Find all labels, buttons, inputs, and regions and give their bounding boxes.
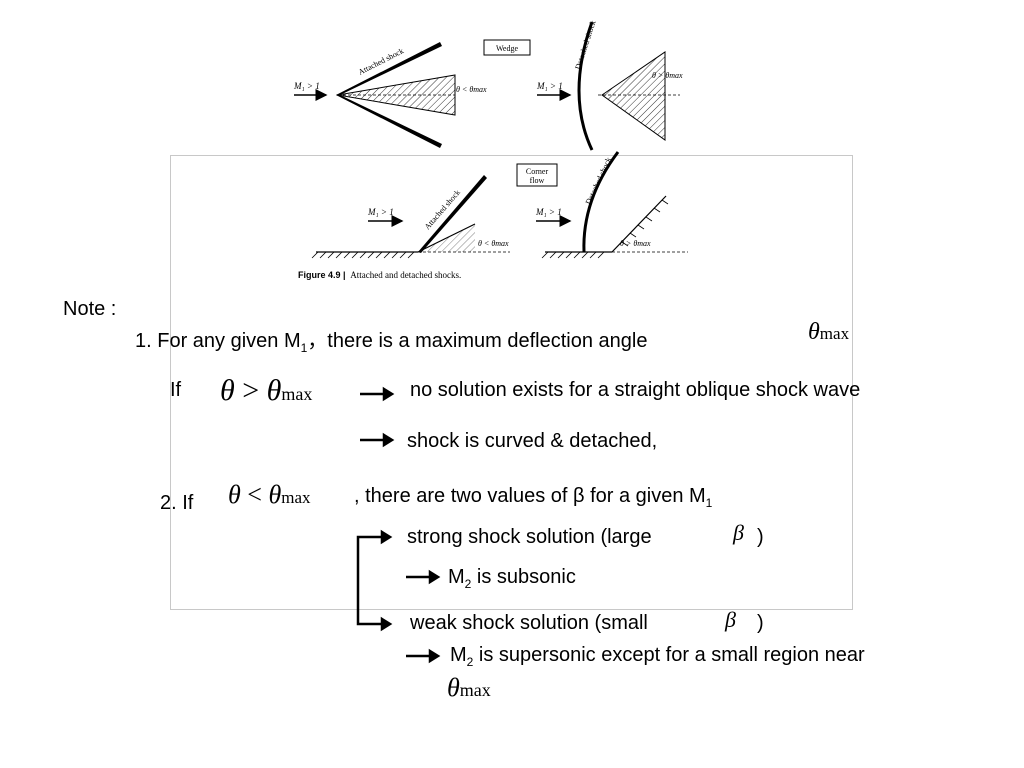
wedge-label-box: Wedge <box>483 39 531 56</box>
corner-label-line1: Corner <box>526 167 549 176</box>
theta-greater-label: θ > θmax <box>652 71 683 80</box>
theta-max-symbol-1: θmax <box>808 319 850 345</box>
item1-sub: 1 <box>300 341 308 355</box>
item2-if: 2. If <box>160 492 194 514</box>
theta-less-corner-label: θ < θmax <box>478 239 509 248</box>
note-arrows <box>356 386 441 664</box>
two-values-text: , there are two values of β for a given … <box>354 485 706 507</box>
detached-shock-label: Detached shock <box>573 19 597 70</box>
wedge-attached-diagram: M₁ > 1 Attached shock θ < θmax <box>293 42 487 148</box>
detached-shock-curve <box>577 21 594 151</box>
weak-shock-text: weak shock solution (small <box>410 612 648 634</box>
wedge-body-detached <box>601 51 666 141</box>
no-solution-text: no solution exists for a straight obliqu… <box>410 379 861 401</box>
item1-rest: ，there is a maximum deflection angle <box>307 330 648 352</box>
theta-lt-theta-max: θ < θmax <box>228 480 311 509</box>
attached-shock-upper <box>336 42 442 96</box>
two-values-sub: 1 <box>705 496 713 510</box>
bracket <box>356 535 384 626</box>
m2-subsonic-line: M2 is subsonic <box>448 566 576 591</box>
beta-large: β <box>733 520 744 545</box>
attached-shock-lower <box>336 94 442 148</box>
two-values-line: , there are two values of β for a given … <box>354 486 712 509</box>
theta-greater-corner-label: θ > θmax <box>620 239 651 248</box>
subsonic-text: is subsonic <box>476 566 576 588</box>
figure-caption: Figure 4.9 | Attached and detached shock… <box>298 270 461 280</box>
curved-text: shock is curved & detached, <box>407 430 658 452</box>
corner-attached-diagram: M₁ > 1 Attached shock θ < θmax <box>311 175 510 259</box>
m1-label-wedge-attached: M₁ > 1 <box>293 81 320 91</box>
supersonic-text: is supersonic except for a small region … <box>478 644 865 666</box>
m1-label-corner-attached: M₁ > 1 <box>367 207 394 217</box>
theta-less-label: θ < θmax <box>456 85 487 94</box>
weak-shock-line: weak shock solution (small <box>410 613 648 633</box>
if-label: If <box>170 379 182 401</box>
m1-label-wedge-detached: M₁ > 1 <box>536 81 563 91</box>
corner-label-line2: flow <box>530 176 545 185</box>
corner-detached-diagram: M₁ > 1 Detached shock θ > θmax <box>535 151 688 259</box>
figure-frame <box>170 155 853 610</box>
note-heading: Note : <box>63 298 117 320</box>
strong-shock-text: strong shock solution (large <box>407 526 652 548</box>
caption-bold: Figure 4.9 | <box>298 270 346 280</box>
weak-close-paren: ) <box>757 612 764 634</box>
m1-label-corner-detached: M₁ > 1 <box>535 207 562 217</box>
beta-small: β <box>725 607 736 632</box>
caption-text: Attached and detached shocks. <box>350 270 461 280</box>
corner-flow-label-box: Corner flow <box>516 163 558 187</box>
wedge-detached-diagram: M₁ > 1 Detached shock θ > θmax <box>536 19 683 151</box>
wedge-label: Wedge <box>496 44 518 53</box>
theta-max-symbol-2: θmax <box>447 673 491 702</box>
item1-text: 1. For any given M <box>135 330 301 352</box>
item1-line: 1. For any given M1，there is a maximum d… <box>135 331 647 354</box>
m2-supersonic-line: M2 is supersonic except for a small regi… <box>450 644 865 669</box>
strong-close-paren: ) <box>757 526 764 548</box>
strong-shock-line: strong shock solution (large <box>407 527 652 547</box>
detached-shock-corner-label: Detached shock <box>584 156 614 206</box>
theta-gt-theta-max: θ > θmax <box>220 374 313 407</box>
attached-shock-corner <box>418 175 487 253</box>
detached-shock-corner-curve <box>582 151 620 253</box>
